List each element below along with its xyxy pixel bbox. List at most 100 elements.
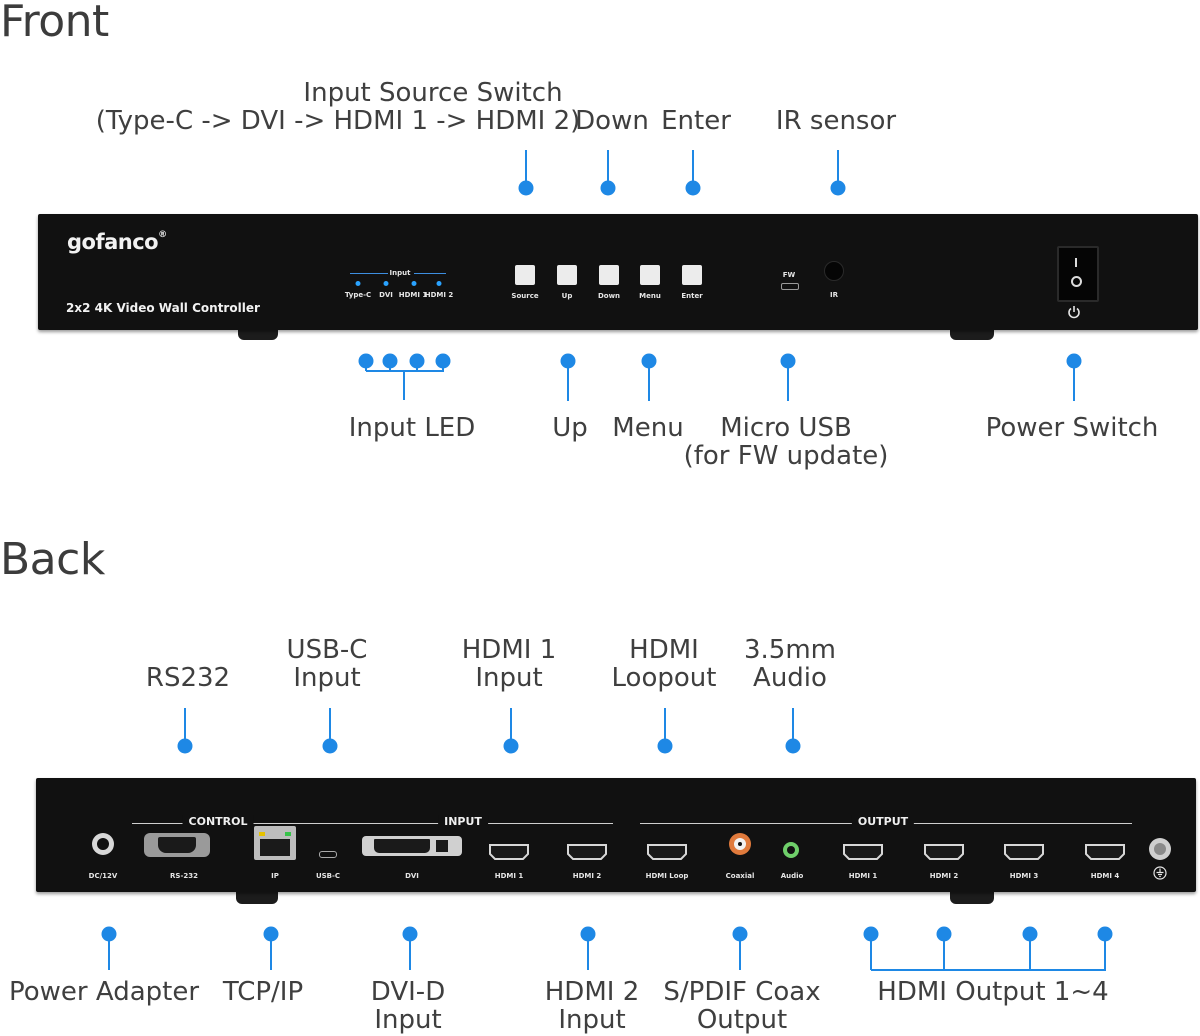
label-dc: DC/12V: [88, 872, 118, 880]
pointer-line: [1073, 361, 1075, 401]
pointer-dot: [503, 738, 519, 754]
pointer-line: [1104, 934, 1106, 970]
source-button[interactable]: [515, 265, 535, 285]
callout-dvid-line2: Input: [374, 1005, 442, 1035]
hdmi-output-4-port[interactable]: [1085, 844, 1125, 860]
enter-button[interactable]: [682, 265, 702, 285]
pointer-line: [1029, 934, 1031, 970]
pointer-line: [510, 708, 512, 746]
callout-hdmi-loopout: HDMI Loopout: [612, 636, 717, 692]
label-hdmi2-in: HDMI 2: [572, 872, 602, 880]
hdmi-output-2-port[interactable]: [924, 844, 964, 860]
ground-screw: [1149, 838, 1171, 860]
group-control: CONTROL: [182, 815, 254, 828]
pointer-line: [664, 708, 666, 746]
label-usbc: USB-C: [315, 872, 341, 880]
pointer-line: [403, 370, 405, 400]
up-button[interactable]: [557, 265, 577, 285]
callout-hdmi2: HDMI 2 Input: [545, 978, 639, 1034]
micro-usb-port[interactable]: [781, 283, 799, 290]
callout-spdif-line1: S/PDIF Coax: [663, 977, 821, 1007]
hdmi2-input-port[interactable]: [567, 844, 607, 860]
hdmi-output-3-port[interactable]: [1004, 844, 1044, 860]
callout-usbc-line1: USB-C: [286, 635, 368, 665]
pointer-dot: [785, 738, 801, 754]
pointer-line: [837, 150, 839, 188]
group-output: OUTPUT: [851, 815, 915, 828]
bracket-line: [871, 969, 1106, 971]
front-panel: gofanco® 2x2 4K Video Wall Controller In…: [38, 214, 1198, 330]
bracket-line: [366, 370, 444, 372]
back-panel: CONTROL INPUT OUTPUT DC/12V RS-232 IP US…: [36, 778, 1196, 892]
pointer-line: [389, 361, 391, 371]
callout-spdif-line2: Output: [696, 1005, 788, 1035]
pointer-line: [329, 708, 331, 746]
callout-spdif: S/PDIF Coax Output: [663, 978, 820, 1034]
callout-hdmi1: HDMI 1 Input: [462, 636, 556, 692]
pointer-line: [525, 150, 527, 188]
pointer-line: [792, 708, 794, 746]
pointer-line: [108, 934, 110, 970]
callout-source-switch: Input Source Switch (Type-C -> DVI -> HD…: [96, 79, 581, 135]
menu-button[interactable]: [640, 265, 660, 285]
power-icon: [1068, 306, 1080, 319]
pointer-line: [442, 361, 444, 371]
callout-audio-line1: 3.5mm: [743, 635, 837, 665]
device-foot: [236, 890, 278, 904]
callout-input-led: Input LED: [348, 413, 476, 443]
pointer-dot: [177, 738, 193, 754]
callout-micro-usb: Micro USB (for FW update): [684, 414, 889, 470]
brand-logo: gofanco®: [67, 230, 167, 254]
rs232-port[interactable]: [144, 833, 210, 857]
callout-up: Up: [552, 413, 588, 443]
pointer-line: [184, 708, 186, 746]
callout-usbc: USB-C Input: [287, 636, 368, 692]
ground-icon: [1153, 866, 1167, 880]
pointer-line: [416, 361, 418, 371]
model-name: 2x2 4K Video Wall Controller: [66, 301, 260, 315]
callout-audio-line2: Audio: [753, 663, 827, 693]
dvi-port[interactable]: [362, 836, 462, 856]
pointer-dot: [657, 738, 673, 754]
down-button[interactable]: [599, 265, 619, 285]
callout-rs232: RS232: [145, 663, 231, 693]
hdmi-output-1-port[interactable]: [843, 844, 883, 860]
hdmi1-input-port[interactable]: [489, 844, 529, 860]
callout-micro-usb-line1: Micro USB: [720, 413, 852, 443]
label-dvi: DVI: [405, 872, 419, 880]
label-coaxial: Coaxial: [725, 872, 755, 880]
button-label-enter: Enter: [681, 292, 703, 300]
callout-power-adapter: Power Adapter: [8, 977, 200, 1007]
label-hdmi1-in: HDMI 1: [494, 872, 524, 880]
pointer-line: [692, 150, 694, 188]
usbc-port[interactable]: [319, 851, 337, 858]
callout-hdmi2-line1: HDMI 2: [544, 977, 640, 1007]
label-out2: HDMI 2: [929, 872, 959, 880]
pointer-line: [739, 934, 741, 970]
button-label-up: Up: [561, 292, 573, 300]
callout-power-switch: Power Switch: [985, 413, 1159, 443]
callout-hdmi2-line2: Input: [558, 1005, 626, 1035]
callout-source-switch-line2: (Type-C -> DVI -> HDMI 1 -> HDMI 2): [95, 106, 581, 136]
input-bracket: [414, 273, 446, 274]
pointer-dot: [518, 180, 534, 196]
hdmi-loop-port[interactable]: [647, 844, 687, 860]
callout-hdmi1-line1: HDMI 1: [461, 635, 557, 665]
audio-port[interactable]: [783, 842, 799, 858]
power-switch[interactable]: [1057, 246, 1099, 302]
callout-hdmi-output: HDMI Output 1~4: [877, 977, 1109, 1007]
callout-hdmi1-line2: Input: [475, 663, 543, 693]
dc-port[interactable]: [92, 833, 114, 855]
front-title: Front: [0, 0, 109, 47]
pointer-line: [567, 361, 569, 401]
label-ip: IP: [271, 872, 279, 880]
pointer-line: [870, 934, 872, 970]
brand-mark: ®: [158, 230, 167, 240]
ip-port[interactable]: [254, 826, 296, 860]
callout-dvid-line1: DVI-D: [370, 977, 446, 1007]
pointer-line: [943, 934, 945, 970]
coaxial-port[interactable]: [729, 833, 751, 855]
pointer-line: [607, 150, 609, 188]
brand-name: gofanco: [67, 230, 159, 254]
label-out3: HDMI 3: [1009, 872, 1039, 880]
